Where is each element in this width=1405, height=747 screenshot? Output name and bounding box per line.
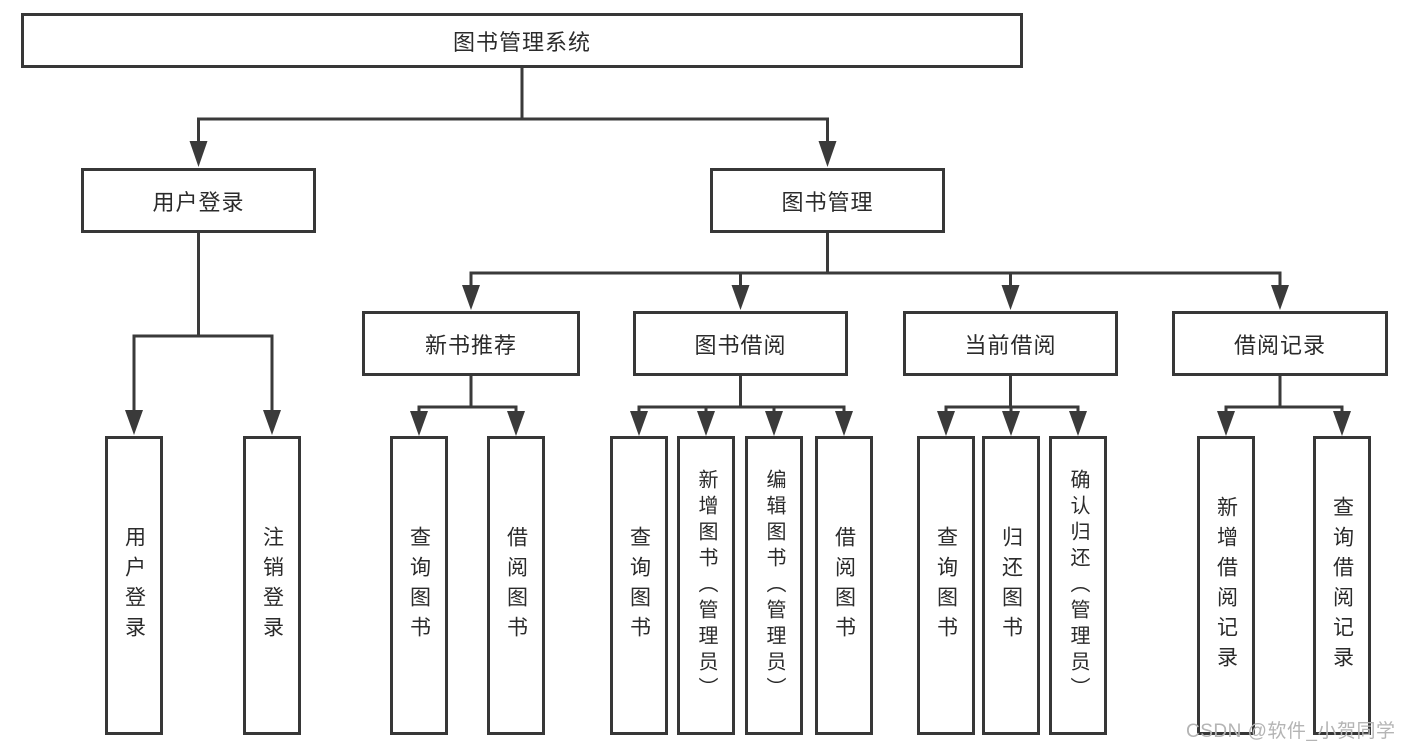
leaf-edit-books-admin: 编辑图书（管理员） (745, 436, 803, 735)
arrow-down-icon (1217, 411, 1235, 436)
edge-user-login-to-leaves (125, 233, 281, 435)
leaf-borrow-books-recommend: 借阅图书 (487, 436, 545, 735)
leaf-logout-login-label: 注销登录 (260, 525, 284, 646)
leaf-query-books-recommend: 查询图书 (390, 436, 448, 735)
arrow-down-icon (1002, 411, 1020, 436)
leaf-query-books-current-label: 查询图书 (934, 525, 958, 646)
arrow-down-icon (1271, 285, 1289, 310)
edge-root-to-level2 (189, 68, 837, 167)
leaf-query-books-borrowing: 查询图书 (610, 436, 668, 735)
leaf-query-books-borrowing-label: 查询图书 (627, 525, 651, 646)
arrow-down-icon (263, 410, 281, 435)
node-current-borrowing: 当前借阅 (903, 311, 1118, 376)
node-library-system: 图书管理系统 (21, 13, 1023, 68)
edge-new-book-to-leaves (410, 376, 525, 436)
watermark: CSDN @软件_小贺同学 (1186, 721, 1396, 742)
leaf-query-books-current: 查询图书 (917, 436, 975, 735)
edge-current-borrowing-to-leaves (937, 376, 1087, 436)
node-book-management: 图书管理 (710, 168, 945, 233)
leaf-user-login-label: 用户登录 (122, 525, 146, 646)
arrow-down-icon (189, 141, 208, 167)
edge-borrowing-records-to-leaves (1217, 376, 1351, 436)
edge-book-management-to-level3 (462, 233, 1289, 310)
leaf-confirm-return-admin: 确认归还（管理员） (1049, 436, 1107, 735)
arrow-down-icon (937, 411, 955, 436)
arrow-down-icon (630, 411, 648, 436)
arrow-down-icon (1333, 411, 1351, 436)
node-borrowing-records: 借阅记录 (1172, 311, 1388, 376)
leaf-edit-books-admin-label: 编辑图书（管理员） (763, 468, 785, 703)
arrow-down-icon (1001, 285, 1020, 310)
arrow-down-icon (507, 411, 525, 436)
node-user-login: 用户登录 (81, 168, 316, 233)
leaf-return-books: 归还图书 (982, 436, 1040, 735)
leaf-query-borrow-record: 查询借阅记录 (1313, 436, 1371, 735)
leaf-logout-login: 注销登录 (243, 436, 301, 735)
leaf-add-books-admin-label: 新增图书（管理员） (695, 468, 717, 703)
arrow-down-icon (765, 411, 783, 436)
arrow-down-icon (410, 411, 428, 436)
leaf-add-borrow-record-label: 新增借阅记录 (1214, 495, 1238, 676)
leaf-return-books-label: 归还图书 (999, 525, 1023, 646)
leaf-add-books-admin: 新增图书（管理员） (677, 436, 735, 735)
leaf-borrow-books-recommend-label: 借阅图书 (504, 525, 528, 646)
node-book-borrowing: 图书借阅 (633, 311, 848, 376)
leaf-borrow-books-borrowing: 借阅图书 (815, 436, 873, 735)
arrow-down-icon (462, 285, 480, 310)
leaf-add-borrow-record: 新增借阅记录 (1197, 436, 1255, 735)
arrow-down-icon (835, 411, 853, 436)
node-new-book-recommendation: 新书推荐 (362, 311, 580, 376)
edge-book-borrowing-to-leaves (630, 376, 853, 436)
arrow-down-icon (1069, 411, 1087, 436)
arrow-down-icon (731, 285, 750, 310)
arrow-down-icon (818, 141, 837, 167)
leaf-borrow-books-borrowing-label: 借阅图书 (832, 525, 856, 646)
arrow-down-icon (125, 410, 143, 435)
leaf-query-books-recommend-label: 查询图书 (407, 525, 431, 646)
leaf-user-login: 用户登录 (105, 436, 163, 735)
leaf-confirm-return-admin-label: 确认归还（管理员） (1067, 468, 1089, 703)
leaf-query-borrow-record-label: 查询借阅记录 (1330, 495, 1354, 676)
arrow-down-icon (697, 411, 715, 436)
